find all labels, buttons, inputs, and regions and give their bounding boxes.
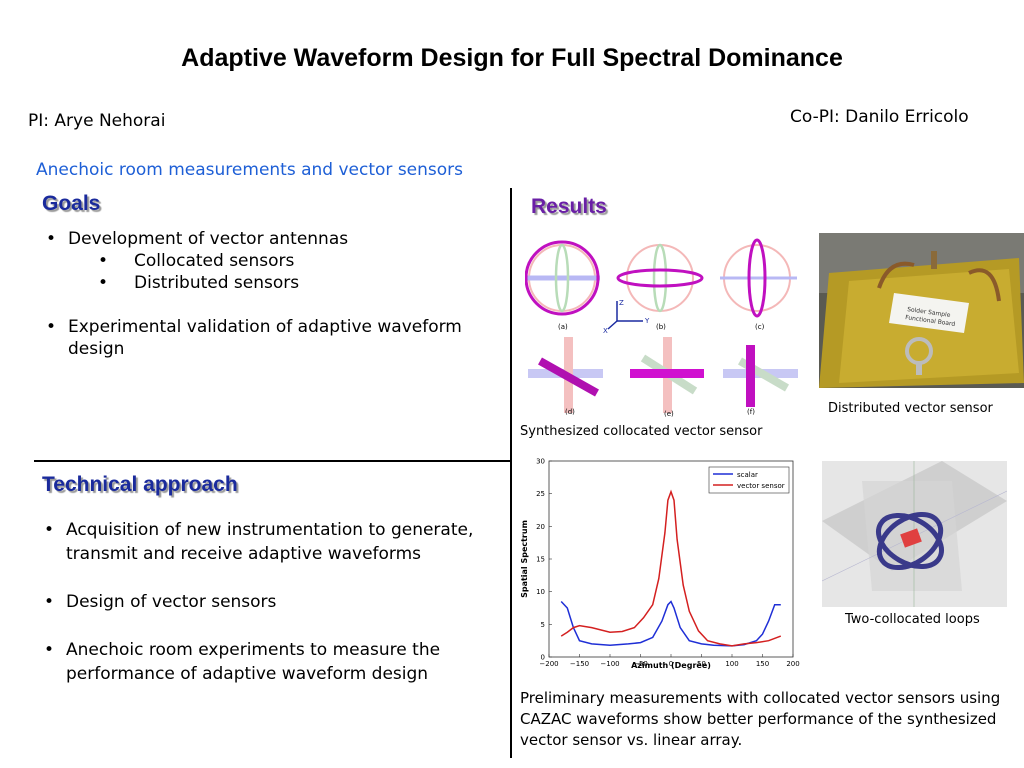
bullet-icon: • [98,273,109,293]
technical-item: • Design of vector sensors [40,590,490,614]
preliminary-caption: Preliminary measurements with collocated… [520,689,1001,749]
goal-subitem: • Collocated sensors [42,250,482,272]
technical-text: Acquisition of new instrumentation to ge… [66,520,474,564]
horizontal-divider [34,460,512,462]
panel-label-e: (e) [664,410,674,418]
slide-title: Adaptive Waveform Design for Full Spectr… [181,44,843,72]
goal-text: Collocated sensors [134,251,295,271]
svg-text:X: X [603,327,608,335]
y-tick-label: 0 [541,654,545,662]
y-tick-label: 30 [536,458,545,466]
sensor-panel-b [616,243,704,313]
goals-heading: Goals [42,192,101,215]
bullet-icon: • [44,640,55,660]
sensor-panel-c [720,238,797,318]
results-heading: Results [531,195,607,218]
loops-caption: Two-collocated loops [845,612,980,627]
x-tick-label: 50 [697,660,706,668]
sensor-panel-f [723,345,798,407]
panel-label-c: (c) [755,323,765,331]
x-tick-label: 200 [786,660,799,668]
goal-text: Distributed sensors [134,273,300,293]
collocated-loops-figure [822,461,1007,607]
x-tick-label: −100 [600,660,619,668]
x-tick-label: −150 [570,660,589,668]
bullet-icon: • [44,592,55,612]
y-tick-label: 20 [536,523,545,531]
xyz-axes-icon: Z Y X [603,299,650,335]
y-axis-label: Spatial Spectrum [520,520,529,598]
vector-sensor-series-line [560,489,782,647]
sensor-panel-d [528,337,603,413]
legend-scalar-label: scalar [737,471,758,479]
goal-subitem: • Distributed sensors [42,272,482,294]
goal-item: • Experimental validation of adaptive wav… [42,316,482,360]
bullet-icon: • [98,251,109,271]
y-tick-label: 25 [536,490,545,498]
sensor-panel-a [525,240,600,316]
bullet-icon: • [44,520,55,540]
technical-text: Anechoic room experiments to measure the… [66,640,441,684]
y-tick-label: 5 [541,621,545,629]
x-axis-label: Azimuth (Degree) [631,661,711,670]
goal-text: Development of vector antennas [68,229,349,249]
svg-text:Z: Z [619,299,624,307]
distributed-sensor-photo: Solder Sample Functional Board [819,233,1024,388]
goals-list: •Development of vector antennas •Colloca… [42,228,482,360]
distributed-caption: Distributed vector sensor [828,401,993,416]
chart-legend: scalar vector sensor [708,466,790,494]
slide-subtitle: Anechoic room measurements and vector se… [36,160,464,180]
technical-text: Design of vector sensors [66,592,277,612]
sensor-panel-e [630,337,704,413]
synthesized-sensor-figure: Z Y X (a) (b) (c) (d) (e) (f) [525,238,798,418]
co-pi-name: Co-PI: Danilo Erricolo [790,107,969,127]
panel-label-a: (a) [558,323,568,331]
panel-label-f: (f) [747,408,755,416]
pi-name: PI: Arye Nehorai [28,111,166,131]
panel-label-b: (b) [656,323,666,331]
x-tick-label: 100 [725,660,738,668]
goal-text: Experimental validation of adaptive wave… [68,317,462,359]
vertical-divider [510,188,512,758]
panel-label-d: (d) [565,408,575,416]
technical-approach-heading: Technical approach [42,473,238,496]
goal-item: • Development of vector antennas [42,228,482,250]
technical-list: • Acquisition of new instrumentation to g… [40,518,490,686]
x-tick-label: 150 [756,660,769,668]
x-tick-label: 0 [669,660,673,668]
y-tick-label: 10 [536,588,545,596]
technical-item: • Acquisition of new instrumentation to g… [40,518,490,566]
bullet-icon: • [46,229,57,249]
svg-text:Y: Y [644,317,650,325]
legend-vector-label: vector sensor [737,482,785,490]
x-tick-label: −200 [539,660,558,668]
technical-item: • Anechoic room experiments to measure th… [40,638,490,686]
scalar-series-line [560,600,781,647]
x-tick-label: −50 [633,660,648,668]
bullet-icon: • [46,317,57,337]
y-tick-label: 15 [536,556,545,564]
synthesized-caption: Synthesized collocated vector sensor [520,424,763,439]
